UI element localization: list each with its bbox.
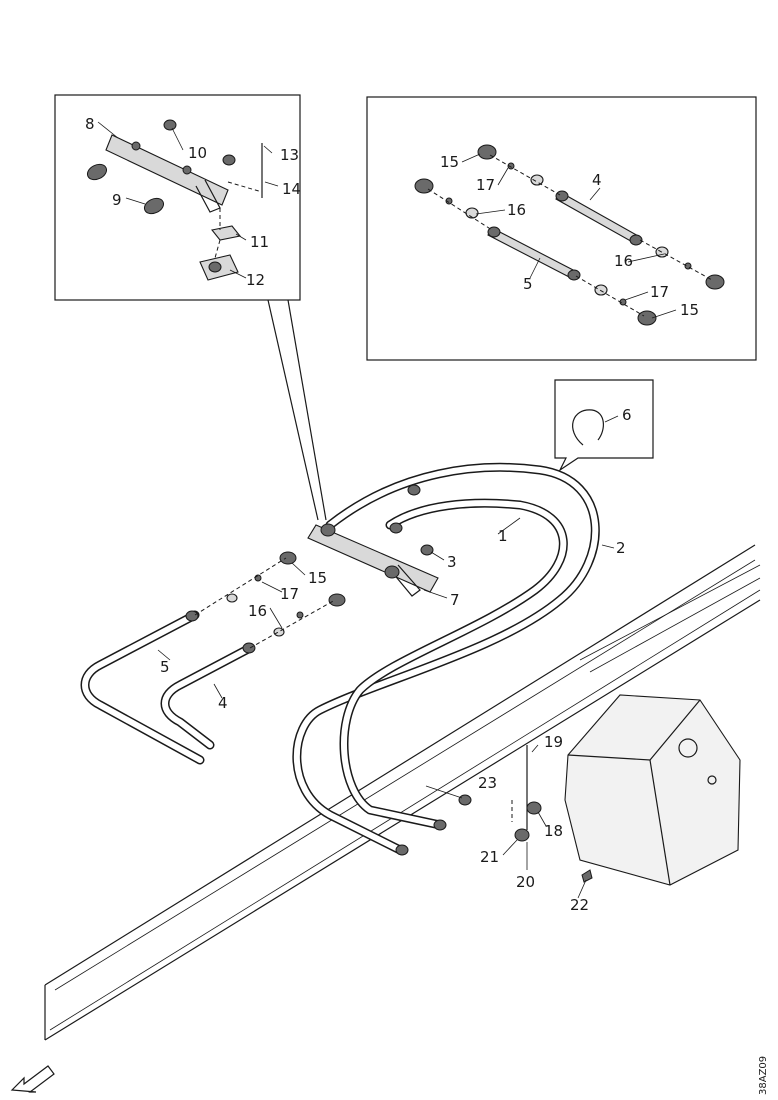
callout-11: 11 [250, 233, 269, 251]
tube-part-4 [160, 643, 255, 750]
callout-17-main: 17 [280, 585, 299, 603]
callout-5-inset: 5 [523, 275, 533, 293]
bracket-part-7 [307, 523, 439, 597]
mount-part-12 [199, 254, 239, 281]
clamp-part-18 [526, 801, 542, 815]
nut-part-21 [514, 828, 530, 842]
callout-9: 9 [112, 191, 122, 209]
callout-8: 8 [85, 115, 95, 133]
direction-arrow-icon [10, 1065, 55, 1093]
callout-2: 2 [616, 539, 626, 557]
callout-4-main: 4 [218, 694, 228, 712]
callout-16-bottom: 16 [614, 252, 633, 270]
ring-part-16 [465, 174, 669, 296]
callout-22: 22 [570, 896, 589, 914]
callout-17-bottom: 17 [650, 283, 669, 301]
tube-part-5 [487, 226, 581, 281]
tube-part-2 [292, 462, 600, 855]
callout-20: 20 [516, 873, 535, 891]
tube-part-1 [339, 498, 568, 830]
coupling-part-15-main [279, 551, 346, 607]
bolt-part-22 [581, 869, 593, 883]
callout-12: 12 [246, 271, 265, 289]
callout-15-main: 15 [308, 569, 327, 587]
callout-10: 10 [188, 144, 207, 162]
fitting [407, 484, 421, 496]
callout-15-top: 15 [440, 153, 459, 171]
callout-14: 14 [282, 180, 301, 198]
callout-23: 23 [478, 774, 497, 792]
callout-1: 1 [498, 527, 508, 545]
fuel-tank [564, 694, 741, 886]
bolt-part-23 [458, 794, 472, 806]
chassis-frame-rail [44, 544, 761, 1041]
inset-right: 15 17 4 16 5 16 17 15 [366, 96, 757, 361]
hose-clip-part-6 [572, 409, 604, 446]
nut-part-10 [163, 119, 236, 166]
nut-part-3 [420, 544, 434, 556]
seal-part-17 [445, 162, 692, 306]
inset-left: 8 10 13 14 9 11 12 [54, 94, 301, 301]
callout-bubble-clip: 6 [554, 379, 654, 472]
callout-18: 18 [544, 822, 563, 840]
callout-4-inset: 4 [592, 171, 602, 189]
mounting-hardware [425, 745, 593, 883]
callout-16-main: 16 [248, 602, 267, 620]
inset-right-frame [366, 96, 757, 361]
ring-part-16-main [226, 593, 285, 637]
callout-21: 21 [480, 848, 499, 866]
callout-19: 19 [544, 733, 563, 751]
callout-15-bottom: 15 [680, 301, 699, 319]
callout-16-top: 16 [507, 201, 526, 219]
inset-left-frame [54, 94, 301, 301]
callout-17-top: 17 [476, 176, 495, 194]
tube-part-5 [80, 610, 205, 765]
callout-6: 6 [622, 406, 632, 424]
tube-part-4 [555, 190, 643, 246]
inset-left-connector [267, 299, 319, 521]
callout-7: 7 [450, 591, 460, 609]
drawing-id: 38AZ09 [758, 1056, 769, 1095]
bracket-part [105, 134, 229, 213]
clamp-part-9 [86, 163, 165, 215]
callout-5-main: 5 [160, 658, 170, 676]
callout-13: 13 [280, 146, 299, 164]
callout-3: 3 [447, 553, 457, 571]
